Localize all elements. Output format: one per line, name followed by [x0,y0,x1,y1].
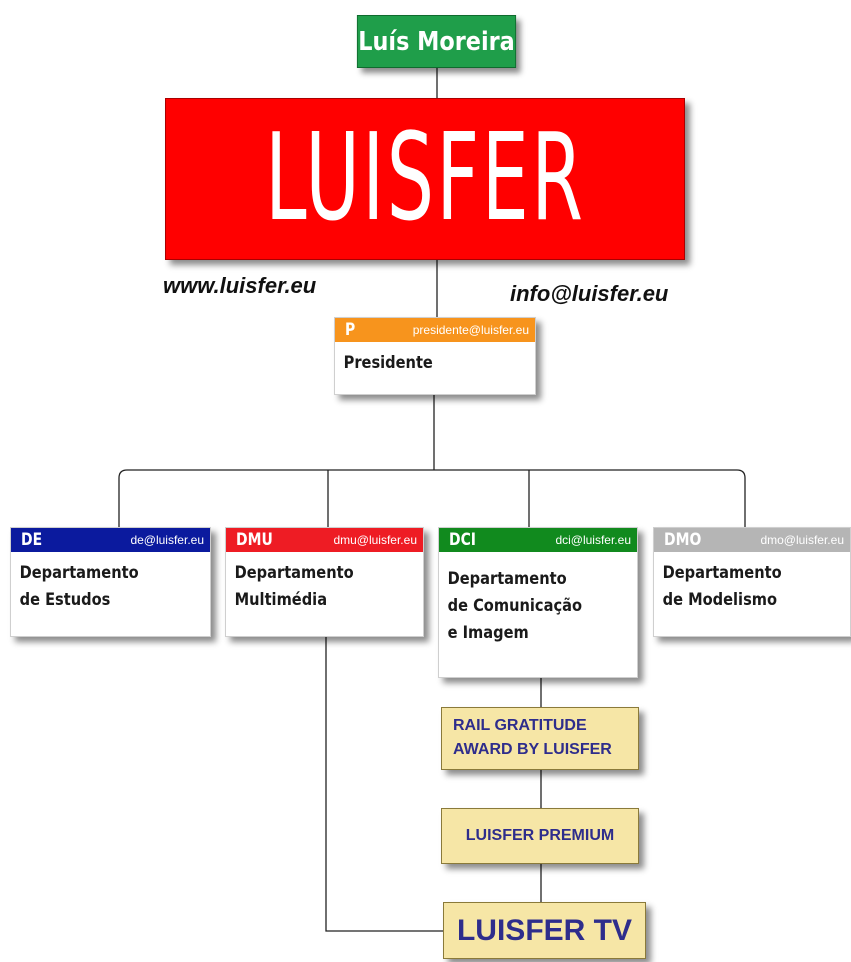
connector-bus [118,469,746,527]
project-label-line: AWARD BY LUISFER [453,741,612,758]
president-card: P presidente@luisfer.eu Presidente [334,317,536,395]
department-name-dci: Departamento de Comunicação e Imagem [439,552,609,655]
department-name-dmo: Departamento de Modelismo [654,552,823,622]
president-code: P [345,320,356,340]
person-name: Luís Moreira [358,26,515,57]
department-code-dmu: DMU [236,530,273,550]
project-label-line: RAIL GRATITUDE [453,717,587,734]
department-code-dmo: DMO [664,530,702,550]
project-label: LUISFER PREMIUM [465,827,615,844]
connector-dmu-tv [325,637,443,932]
department-email-dci[interactable]: dci@luisfer.eu [555,533,631,547]
project-rail-gratitude: RAIL GRATITUDE AWARD BY LUISFER [441,707,639,770]
department-email-dmu[interactable]: dmu@luisfer.eu [333,533,417,547]
department-name-line: e Imagem [447,623,529,643]
project-label: LUISFER TV [456,913,632,947]
department-header-de: DE de@luisfer.eu [11,528,210,552]
department-email-de[interactable]: de@luisfer.eu [130,533,204,547]
department-name-line: Departamento [234,563,354,583]
department-email-dmo[interactable]: dmo@luisfer.eu [760,533,844,547]
luisfer-logo: LUISFER [165,98,685,260]
project-luisfer-premium: LUISFER PREMIUM [441,808,639,864]
department-card-dci: DCI dci@luisfer.eu Departamento de Comun… [438,527,638,678]
department-card-de: DE de@luisfer.eu Departamento de Estudos [10,527,211,637]
department-card-dmu: DMU dmu@luisfer.eu Departamento Multiméd… [225,527,424,637]
logo-text: LUISFER [264,109,586,248]
department-name-line: de Comunicação [447,596,583,616]
department-name-line: de Modelismo [662,590,778,610]
department-name-line: de Estudos [19,590,111,610]
president-card-header: P presidente@luisfer.eu [335,318,535,342]
president-email[interactable]: presidente@luisfer.eu [412,323,529,337]
department-name-line: Departamento [447,569,567,589]
department-code-de: DE [21,530,43,550]
person-name-box: Luís Moreira [356,15,517,68]
department-name-dmu: Departamento Multimédia [226,552,395,622]
email-link[interactable]: info@luisfer.eu [510,281,669,306]
department-name-line: Multimédia [234,590,328,610]
department-card-dmo: DMO dmo@luisfer.eu Departamento de Model… [653,527,851,637]
president-title: Presidente [335,342,507,385]
department-header-dci: DCI dci@luisfer.eu [439,528,637,552]
project-luisfer-tv: LUISFER TV [443,902,646,959]
department-name-de: Departamento de Estudos [11,552,182,622]
president-title-text: Presidente [343,353,433,373]
website-link[interactable]: www.luisfer.eu [163,273,317,298]
department-code-dci: DCI [449,530,476,550]
department-header-dmo: DMO dmo@luisfer.eu [654,528,850,552]
department-header-dmu: DMU dmu@luisfer.eu [226,528,423,552]
department-name-line: Departamento [662,563,782,583]
department-name-line: Departamento [19,563,139,583]
